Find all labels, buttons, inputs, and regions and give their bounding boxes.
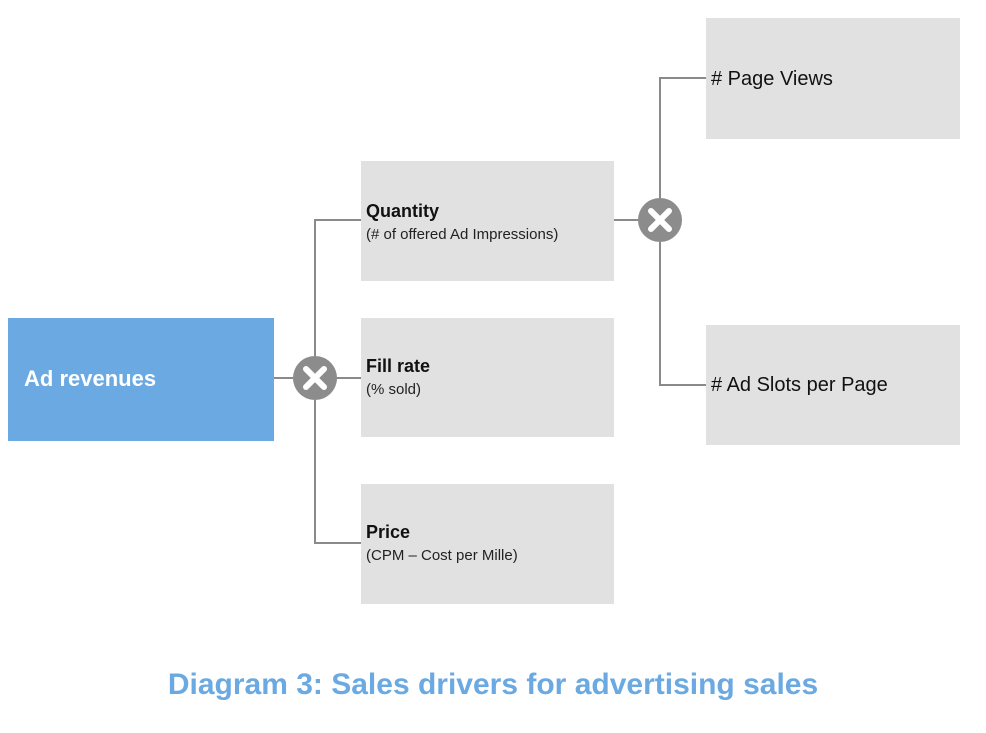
page-views-node: # Page Views <box>706 18 960 139</box>
fill-rate-node: Fill rate (% sold) <box>361 318 614 437</box>
ad-slots-connector <box>659 242 706 386</box>
fill-rate-title: Fill rate <box>366 356 431 376</box>
multiply-icon <box>638 198 682 242</box>
price-node: Price (CPM – Cost per Mille) <box>361 484 614 604</box>
ad-revenues-label: Ad revenues <box>24 366 157 391</box>
price-connector <box>314 400 361 544</box>
quantity-connector <box>314 219 361 356</box>
quantity-node: Quantity (# of offered Ad Impressions) <box>361 161 614 281</box>
quantity-title: Quantity <box>366 201 440 221</box>
quantity-subtitle: (# of offered Ad Impressions) <box>366 226 559 243</box>
page-views-label: # Page Views <box>711 68 833 90</box>
ad-slots-label: # Ad Slots per Page <box>711 374 888 396</box>
page-views-connector <box>659 77 706 198</box>
fill-rate-subtitle: (% sold) <box>366 381 422 398</box>
price-title: Price <box>366 522 411 542</box>
ad-revenues-node: Ad revenues <box>8 318 274 441</box>
price-subtitle: (CPM – Cost per Mille) <box>366 547 518 564</box>
multiply-icon <box>293 356 337 400</box>
diagram-caption: Diagram 3: Sales drivers for advertising… <box>167 668 819 701</box>
ad-slots-node: # Ad Slots per Page <box>706 325 960 445</box>
